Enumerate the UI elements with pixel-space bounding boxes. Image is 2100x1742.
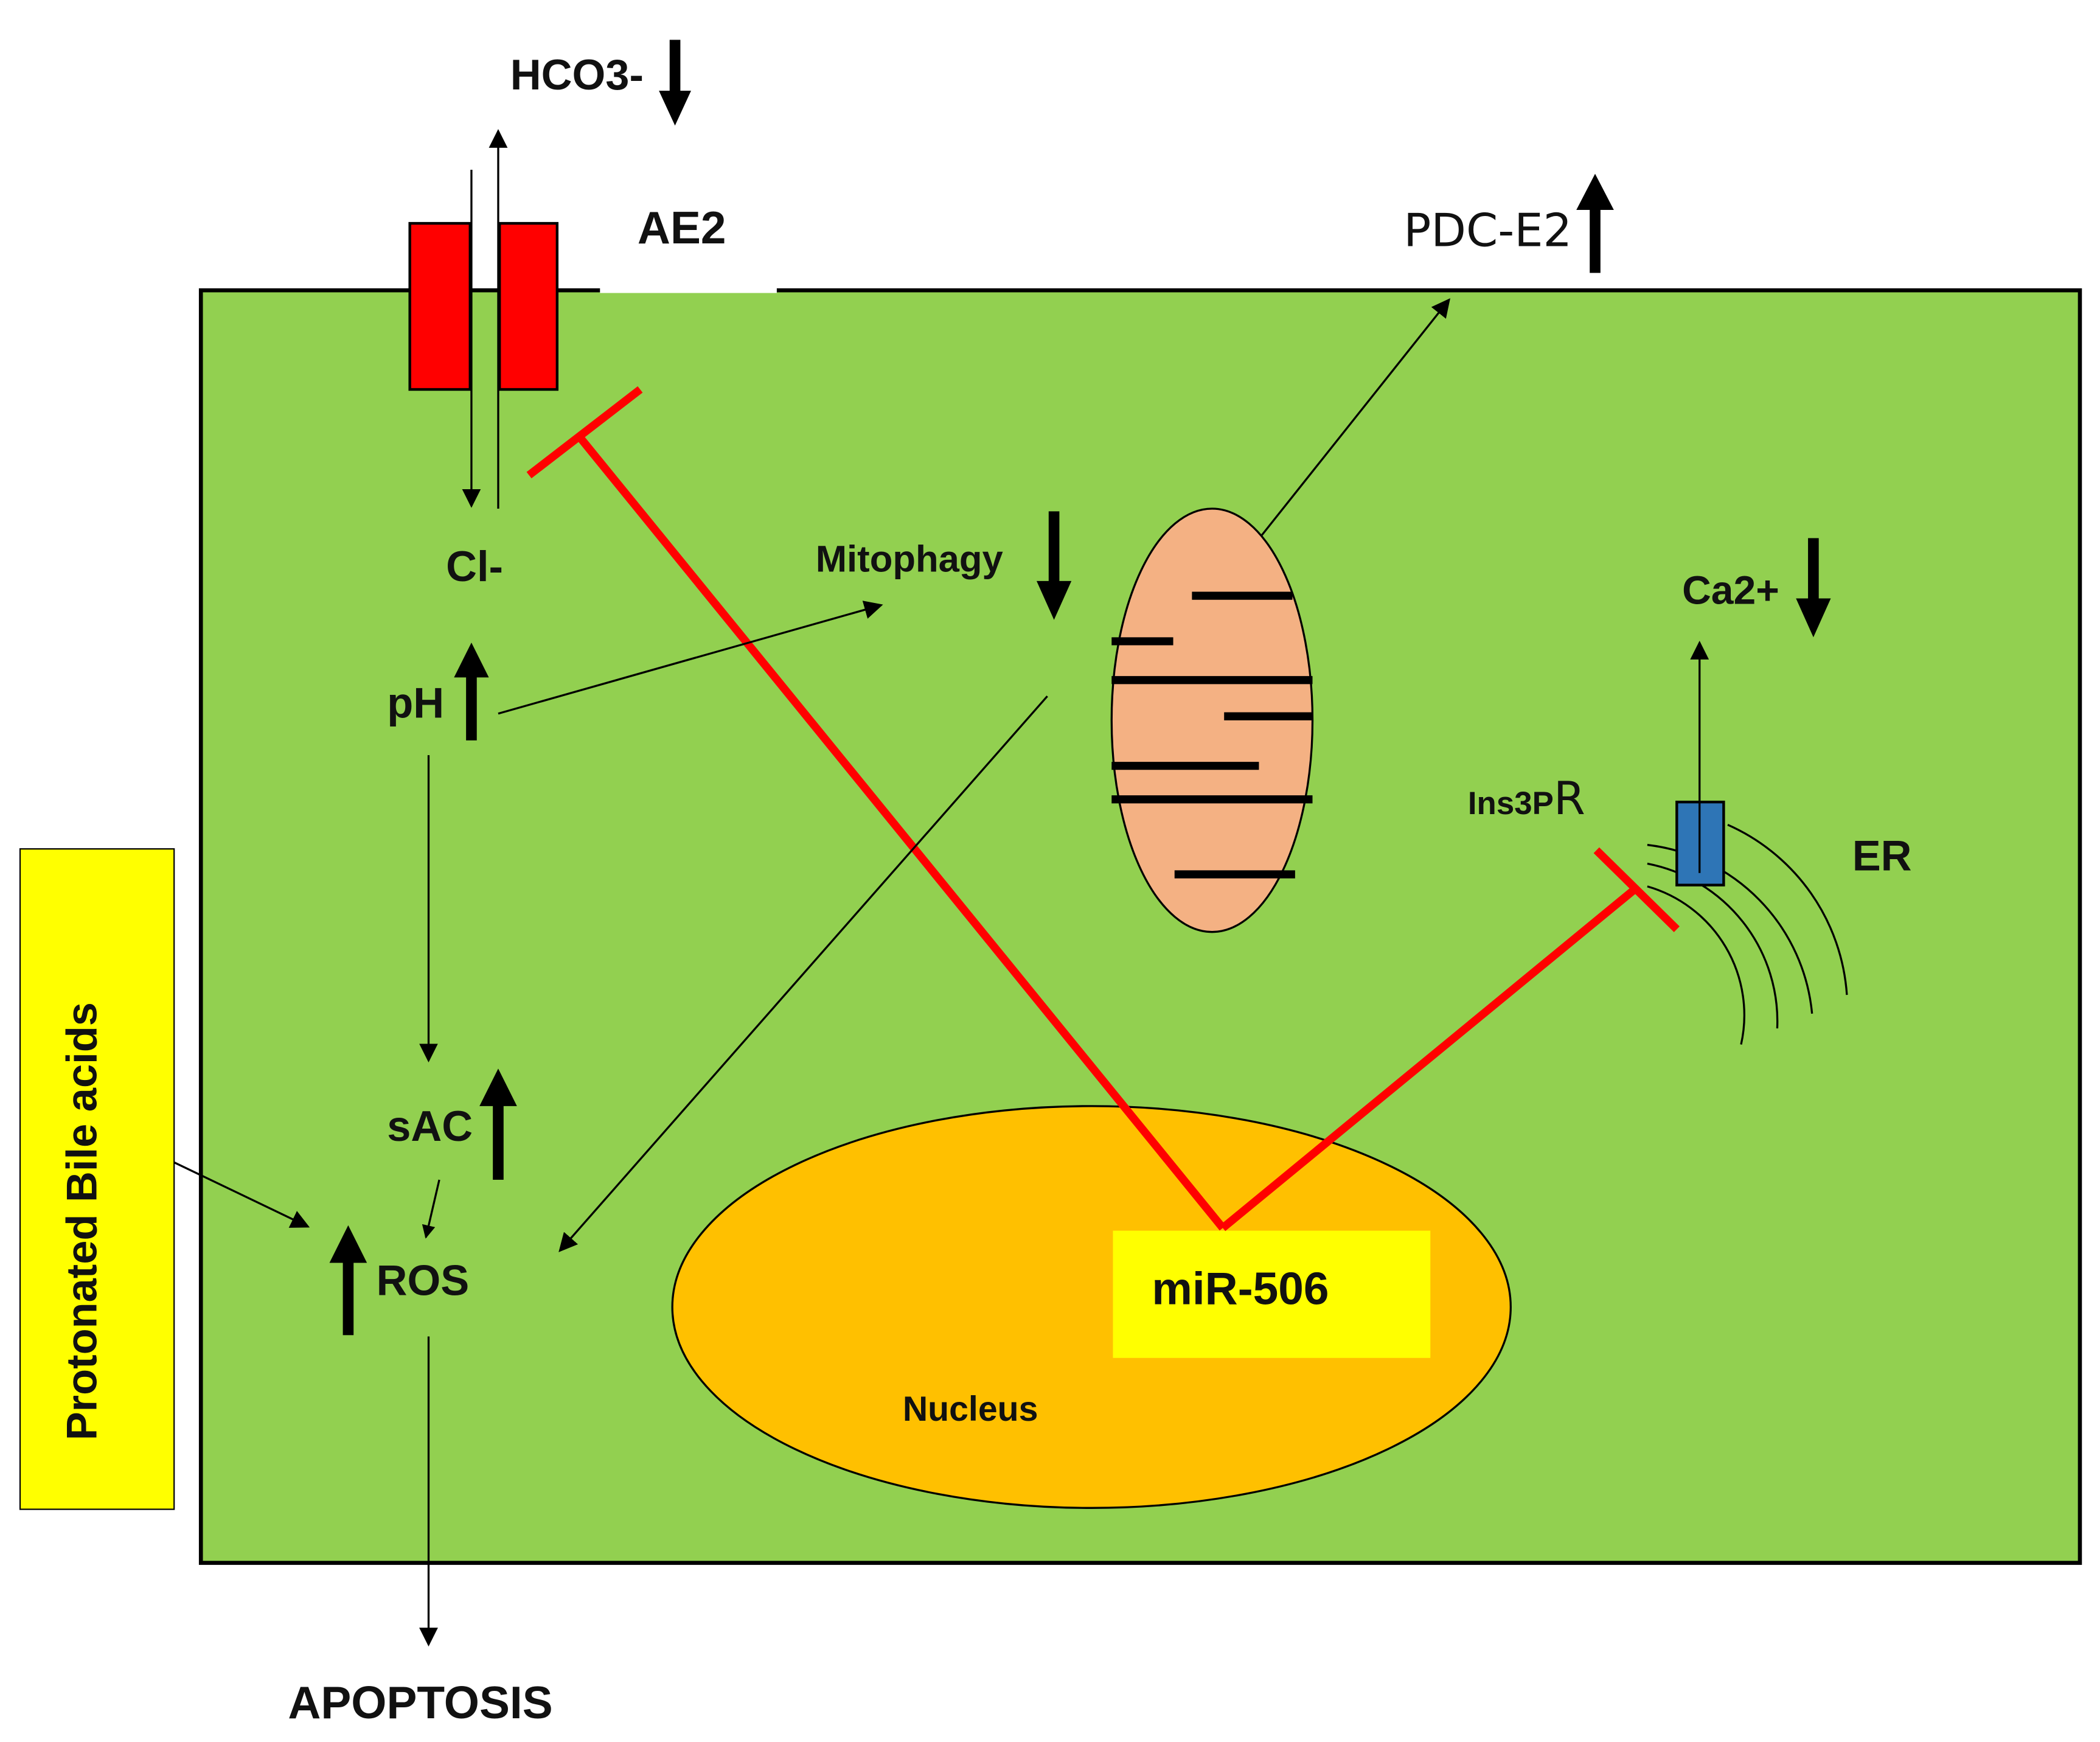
ins3pr-label: Ins3PR (1468, 772, 1585, 825)
ins3pr-label-prefix: Ins3P (1468, 786, 1554, 821)
hco3-down-arrow (659, 40, 691, 126)
sac-up-arrow (479, 1068, 517, 1180)
nucleus (671, 1105, 1512, 1509)
pdc-e2-label: PDC-E2 (1403, 204, 1572, 257)
bile-acids-label: Protonated Bile acids (58, 1002, 106, 1440)
mir506-inhibits-ae2-line (578, 436, 1226, 1231)
membrane-gap (600, 277, 777, 293)
ins3pr-inhibition-bar (1593, 847, 1680, 932)
mitophagy-to-ros-arrow (558, 695, 1048, 1252)
ae2-label: AE2 (638, 202, 726, 253)
er-arc (1647, 885, 1745, 1045)
ros-up-arrow (329, 1225, 367, 1336)
sac-to-ros-arrow (422, 1179, 440, 1239)
er-label: ER (1852, 831, 1912, 879)
nucleus-label: Nucleus (903, 1390, 1038, 1429)
ca2-down-arrow (1796, 538, 1831, 638)
bile-acids-box (19, 848, 175, 1510)
mitochondrion-body (1110, 507, 1314, 933)
ph-up-arrow (454, 643, 489, 740)
ros-label: ROS (377, 1256, 470, 1304)
mitophagy-down-arrow (1036, 511, 1072, 620)
mito-to-pdc-e2-arrow (1260, 298, 1450, 537)
mitochondrion (1110, 507, 1314, 933)
mir506-label: miR-506 (1152, 1263, 1329, 1314)
apoptosis-label: APOPTOSIS (288, 1677, 552, 1728)
pdc-e2-up-arrow (1576, 173, 1614, 273)
cl-label: Cl- (446, 542, 503, 590)
er-arc (1727, 824, 1848, 995)
ins3pr-label-suffix: R (1554, 772, 1585, 825)
ae2-channel (408, 221, 559, 391)
ph-to-mitophagy-arrow (498, 601, 883, 715)
ae2-channel-right (498, 221, 559, 391)
sac-label: sAC (387, 1102, 473, 1150)
ca2-label: Ca2+ (1682, 567, 1779, 612)
mir506-inhibits-ins3pr-line (1220, 884, 1639, 1232)
bile-acids-to-ros-arrow (173, 1161, 310, 1228)
ph-label: pH (387, 678, 444, 726)
hco3-label: HCO3- (510, 51, 644, 99)
ae2-channel-left (408, 221, 471, 391)
ae2-inhibition-bar (526, 386, 643, 479)
mitophagy-label: Mitophagy (816, 538, 1003, 580)
mir506-box (1113, 1230, 1431, 1358)
